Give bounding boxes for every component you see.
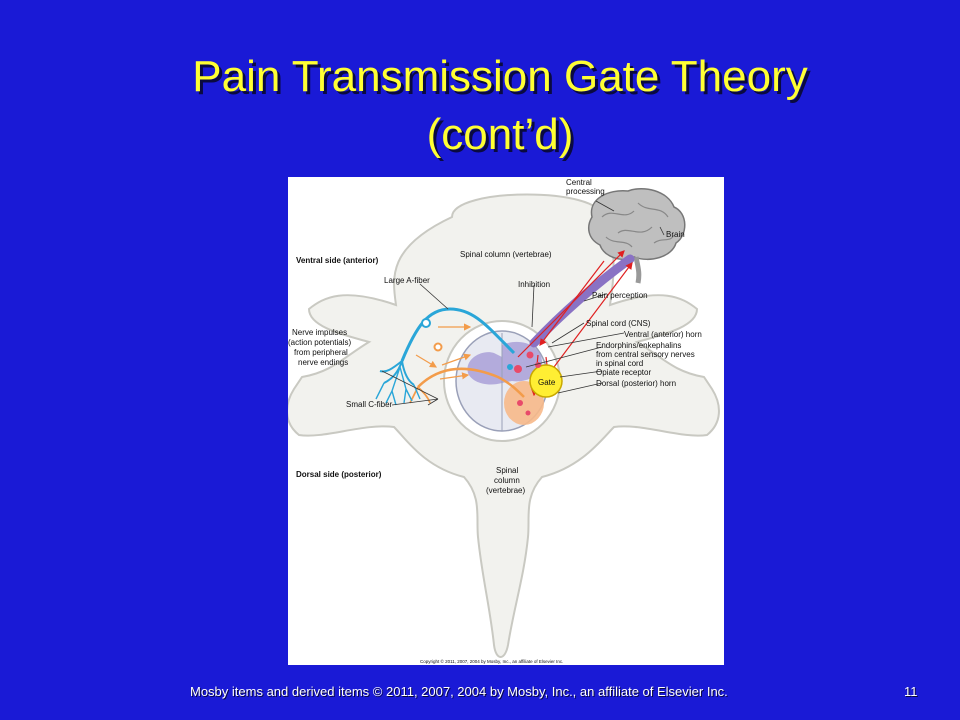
- label-dorsal-horn: Dorsal (posterior) horn: [596, 379, 676, 388]
- label-opiate-receptor: Opiate receptor: [596, 368, 651, 377]
- gate-theory-diagram: Gate Central processing Brai: [288, 178, 720, 664]
- label-spinal-cord: Spinal cord (CNS): [586, 319, 651, 328]
- label-endorphins-3: in spinal cord: [596, 359, 643, 368]
- label-nerve-impulses-1: Nerve impulses: [292, 328, 347, 337]
- large-a-fiber: [400, 307, 516, 362]
- title-line-2: (cont’d): [426, 110, 574, 159]
- label-nerve-impulses-2: (action potentials): [288, 338, 351, 347]
- peripheral-nerve-endings: [375, 366, 421, 406]
- label-ventral-horn: Ventral (anterior) horn: [624, 330, 702, 339]
- label-spinal-column-bottom-3: (vertebrae): [486, 486, 525, 495]
- label-pain-perception: Pain perception: [592, 291, 648, 300]
- page-number: 11: [904, 684, 918, 699]
- slide-title: Pain Transmission Gate Theory (cont’d): [90, 48, 910, 164]
- slide-footer: Mosby items and derived items © 2011, 20…: [190, 684, 728, 699]
- title-line-1: Pain Transmission Gate Theory: [192, 52, 808, 101]
- small-c-fiber: [417, 367, 525, 398]
- label-nerve-impulses-3: from peripheral: [294, 348, 348, 357]
- gate-symbol: [529, 364, 563, 398]
- label-endorphins-2: from central sensory nerves: [596, 350, 695, 359]
- label-dorsal-side: Dorsal side (posterior): [296, 470, 382, 479]
- label-inhibition: Inhibition: [518, 280, 550, 289]
- label-central-processing-1: Central: [566, 178, 592, 187]
- ascending-pain-tract: [529, 254, 635, 348]
- gate-theory-figure: Gate Central processing Brai: [288, 177, 724, 665]
- label-spinal-column-bottom-1: Spinal: [496, 466, 518, 475]
- label-spinal-column-bottom-2: column: [494, 476, 520, 485]
- label-spinal-column-top: Spinal column (vertebrae): [460, 250, 552, 259]
- label-nerve-impulses-4: nerve endings: [298, 358, 348, 367]
- label-large-a-fiber: Large A-fiber: [384, 276, 430, 285]
- brain-image: [587, 187, 686, 284]
- figure-copyright: Copyright © 2011, 2007, 2004 by Mosby, I…: [420, 658, 563, 664]
- label-central-processing-2: processing: [566, 187, 605, 196]
- label-small-c-fiber: Small C-fiber: [346, 400, 393, 409]
- label-endorphins-1: Endorphins/enkephalins: [596, 341, 681, 350]
- label-ventral-side: Ventral side (anterior): [296, 256, 379, 265]
- label-brain: Brain: [666, 230, 685, 239]
- gate-label: Gate: [538, 378, 556, 387]
